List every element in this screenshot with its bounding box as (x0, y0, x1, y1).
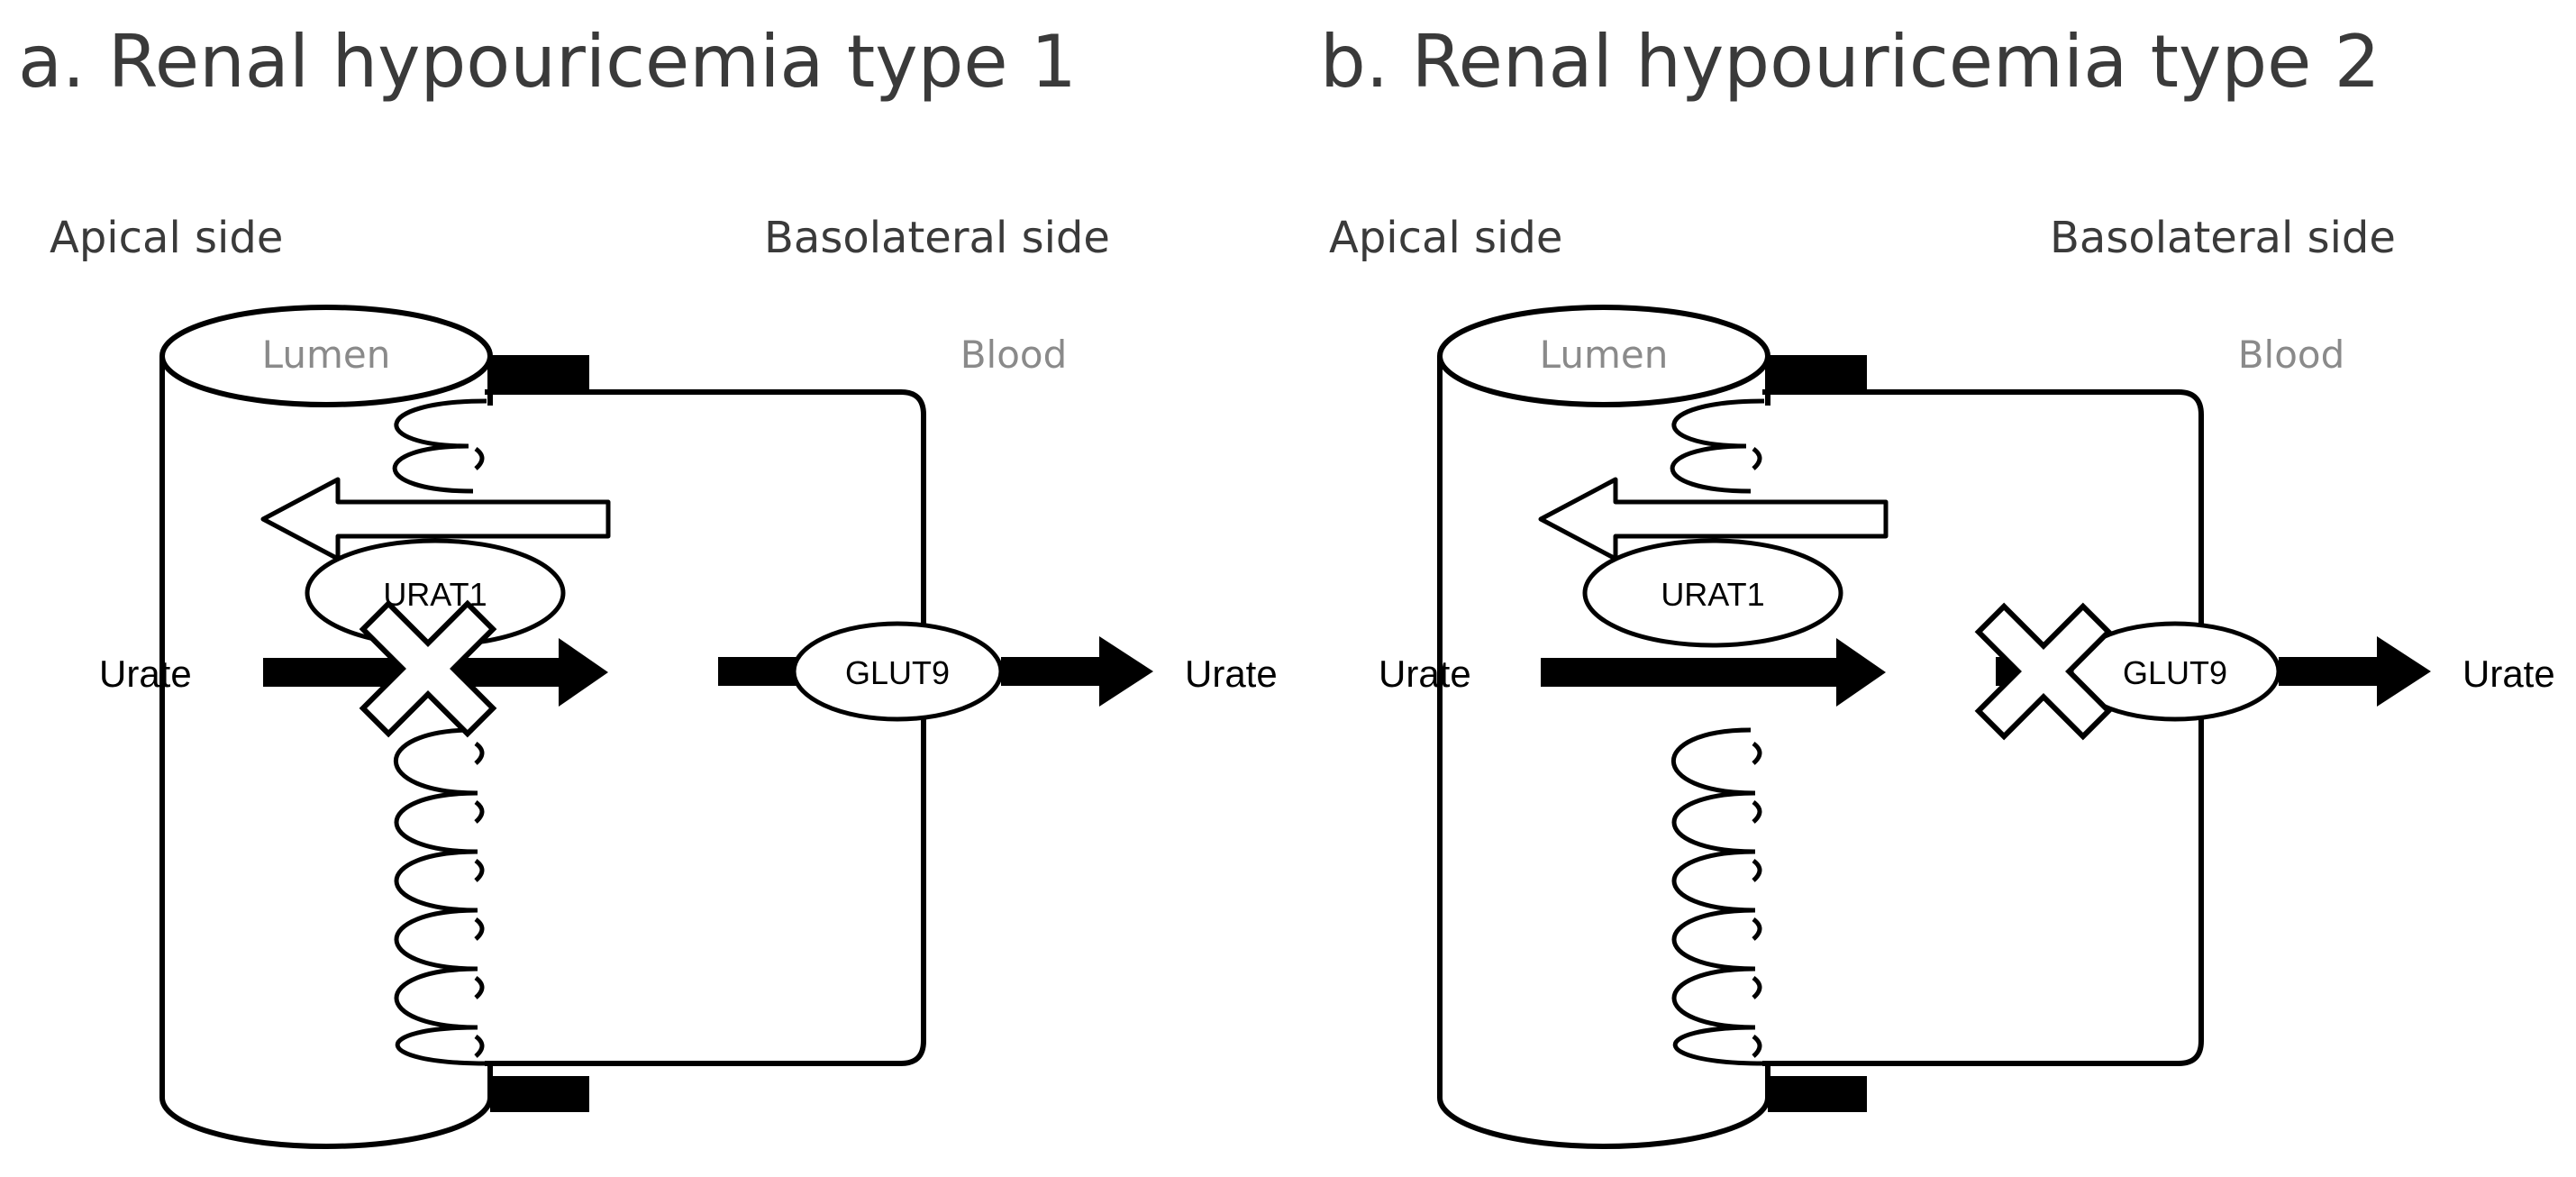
urate-influx-arrow (1541, 638, 1886, 707)
blood-label: Blood (2238, 333, 2345, 377)
apical-side-label: Apical side (1329, 213, 1562, 263)
tight-junction-top (1768, 355, 1867, 391)
epithelial-cell (485, 389, 926, 1066)
basolateral-side-label: Basolateral side (764, 213, 1110, 263)
urate-efflux-arrow (1001, 636, 1153, 707)
defect-cross-icon (1974, 602, 2113, 741)
blood-label: Blood (960, 333, 1068, 377)
panel-b: b. Renal hypouricemia type 2 Apical side… (1320, 20, 2555, 1149)
panel-title: b. Renal hypouricemia type 2 (1320, 20, 2380, 104)
brush-border-microvilli (392, 398, 487, 1066)
glut9-label: GLUT9 (845, 654, 950, 691)
tight-junction-bottom (490, 1076, 589, 1112)
lumen-label: Lumen (262, 333, 391, 377)
urate-out-label: Urate (2462, 652, 2555, 695)
urate-efflux-arrow (2279, 636, 2431, 707)
tight-junction-bottom (1768, 1076, 1867, 1112)
urat1-transporter (1582, 538, 1843, 648)
efflux-arrow-open (1538, 477, 1889, 561)
epithelial-cell (1762, 389, 2204, 1066)
apical-side-label: Apical side (50, 213, 283, 263)
urate-out-label: Urate (1185, 652, 1278, 695)
lumen-label: Lumen (1540, 333, 1669, 377)
brush-border-microvilli (1670, 398, 1765, 1066)
tight-junction-top (490, 355, 589, 391)
basolateral-side-label: Basolateral side (2050, 213, 2396, 263)
efflux-arrow-open (260, 477, 611, 561)
urat1-label: URAT1 (1661, 576, 1764, 613)
defect-cross-icon (359, 599, 497, 738)
panel-title: a. Renal hypouricemia type 1 (18, 20, 1077, 104)
glut9-label: GLUT9 (2123, 654, 2227, 691)
panel-a: a. Renal hypouricemia type 1 Apical side… (18, 20, 1278, 1149)
urate-in-label: Urate (1379, 652, 1471, 695)
urate-in-label: Urate (99, 652, 192, 695)
glut9-inlet-bar (718, 657, 799, 686)
